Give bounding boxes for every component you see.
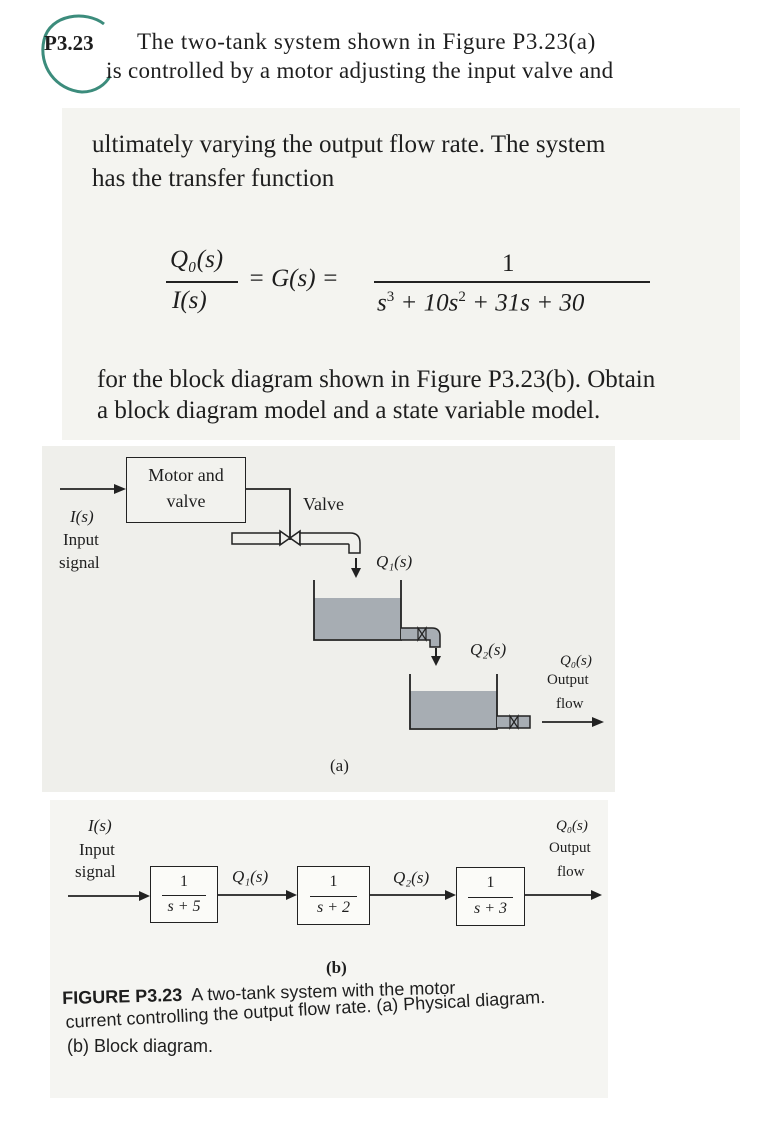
block-2-den: s + 2 <box>316 899 351 916</box>
a-qo-label: Q₀(s) <box>560 653 592 669</box>
cont-line-1: ultimately varying the output flow rate.… <box>92 131 606 158</box>
motor-label-1: Motor and <box>148 465 224 485</box>
b-link-2-head <box>445 890 456 900</box>
eq-exp-3: 3 <box>386 289 395 305</box>
block-3 <box>456 867 525 926</box>
block-3-den: s + 3 <box>473 900 508 917</box>
b-output-word-1: Output <box>549 840 591 856</box>
a-caption: (a) <box>330 756 349 775</box>
page-strip-2 <box>62 108 740 440</box>
eq-rhs-num: 1 <box>502 250 515 277</box>
eq-lhs-den: I(s) <box>172 287 207 314</box>
figure-caption-line-3: (b) Block diagram. <box>67 1036 214 1056</box>
a-q1-label: Q₁(s) <box>376 552 413 571</box>
eq-den-s: s <box>377 289 387 317</box>
motor-label-2: valve <box>166 491 206 511</box>
eq-den-part2: + 31s + 30 <box>465 289 585 317</box>
q2-arrowhead <box>431 656 441 666</box>
block-1-bar <box>162 895 206 897</box>
b-input-arrowhead <box>139 891 150 901</box>
b-input-word-2: signal <box>75 862 116 881</box>
b-output-arrowhead <box>591 890 602 900</box>
input-arrowhead <box>114 484 126 494</box>
a-input-word-2: signal <box>59 553 100 572</box>
block-2 <box>297 866 370 925</box>
tank-2-valve <box>509 714 519 730</box>
b-input-word-1: Input <box>79 840 115 859</box>
a-output-word-1: Output <box>547 672 589 688</box>
motor-valve-link <box>244 488 291 522</box>
b-input-symbol: I(s) <box>88 816 112 835</box>
cont-line-2: has the transfer function <box>92 165 335 192</box>
intro-line-1: The two-tank system shown in Figure P3.2… <box>137 29 596 54</box>
eq-lhs-bar <box>166 281 238 283</box>
a-input-word-1: Input <box>63 530 99 549</box>
block-1-den: s + 5 <box>167 898 201 915</box>
tank-1-outlet <box>401 627 441 648</box>
valve-body <box>279 529 301 547</box>
eq-den-part1: + 10s <box>394 289 459 317</box>
a-input-symbol: I(s) <box>70 507 94 526</box>
intro-line-2: is controlled by a motor adjusting the i… <box>106 58 614 83</box>
block-3-bar <box>468 897 513 899</box>
tank-1-valve <box>417 626 427 642</box>
figure-caption-label: FIGURE P3.23 <box>62 984 183 1008</box>
block-1-num: 1 <box>180 873 188 890</box>
problem-number: P3.23 <box>44 31 94 55</box>
eq-rhs-bar <box>374 281 650 283</box>
motor-valve-box <box>126 457 246 523</box>
eq-lhs-num: Q₀(s) <box>170 246 224 273</box>
tank-1-wall <box>313 580 402 641</box>
b-q1-label: Q₁(s) <box>232 867 269 886</box>
b-link-1-head <box>286 890 297 900</box>
tank-2-water <box>410 691 497 728</box>
annotation-circle <box>41 14 112 94</box>
block-3-num: 1 <box>486 874 495 891</box>
after-line-1: for the block diagram shown in Figure P3… <box>97 366 656 393</box>
output-arrowhead <box>592 717 604 727</box>
figure-b-panel <box>50 800 608 1098</box>
tank-2-wall <box>409 674 498 730</box>
a-q2-label: Q₂(s) <box>470 640 507 659</box>
b-output-word-2: flow <box>557 864 585 880</box>
b-q2-label: Q₂(s) <box>393 868 430 887</box>
tank-1-water <box>314 598 401 639</box>
block-1 <box>150 866 218 923</box>
block-2-num: 1 <box>329 873 338 890</box>
eq-mid: = G(s) = <box>248 265 339 292</box>
after-line-2: a block diagram model and a state variab… <box>97 397 601 424</box>
b-caption: (b) <box>326 958 347 977</box>
top-strip <box>0 0 768 100</box>
q1-arrowhead <box>351 568 361 578</box>
eq-rhs-den: s3 + 10s2 + 31s + 30 <box>377 289 584 317</box>
valve-label: Valve <box>303 494 344 514</box>
block-2-bar <box>310 896 357 898</box>
a-output-word-2: flow <box>556 696 584 712</box>
outlet-pipe <box>299 532 361 554</box>
b-qo-label: Q₀(s) <box>556 818 588 834</box>
eq-exp-2: 2 <box>458 289 466 305</box>
